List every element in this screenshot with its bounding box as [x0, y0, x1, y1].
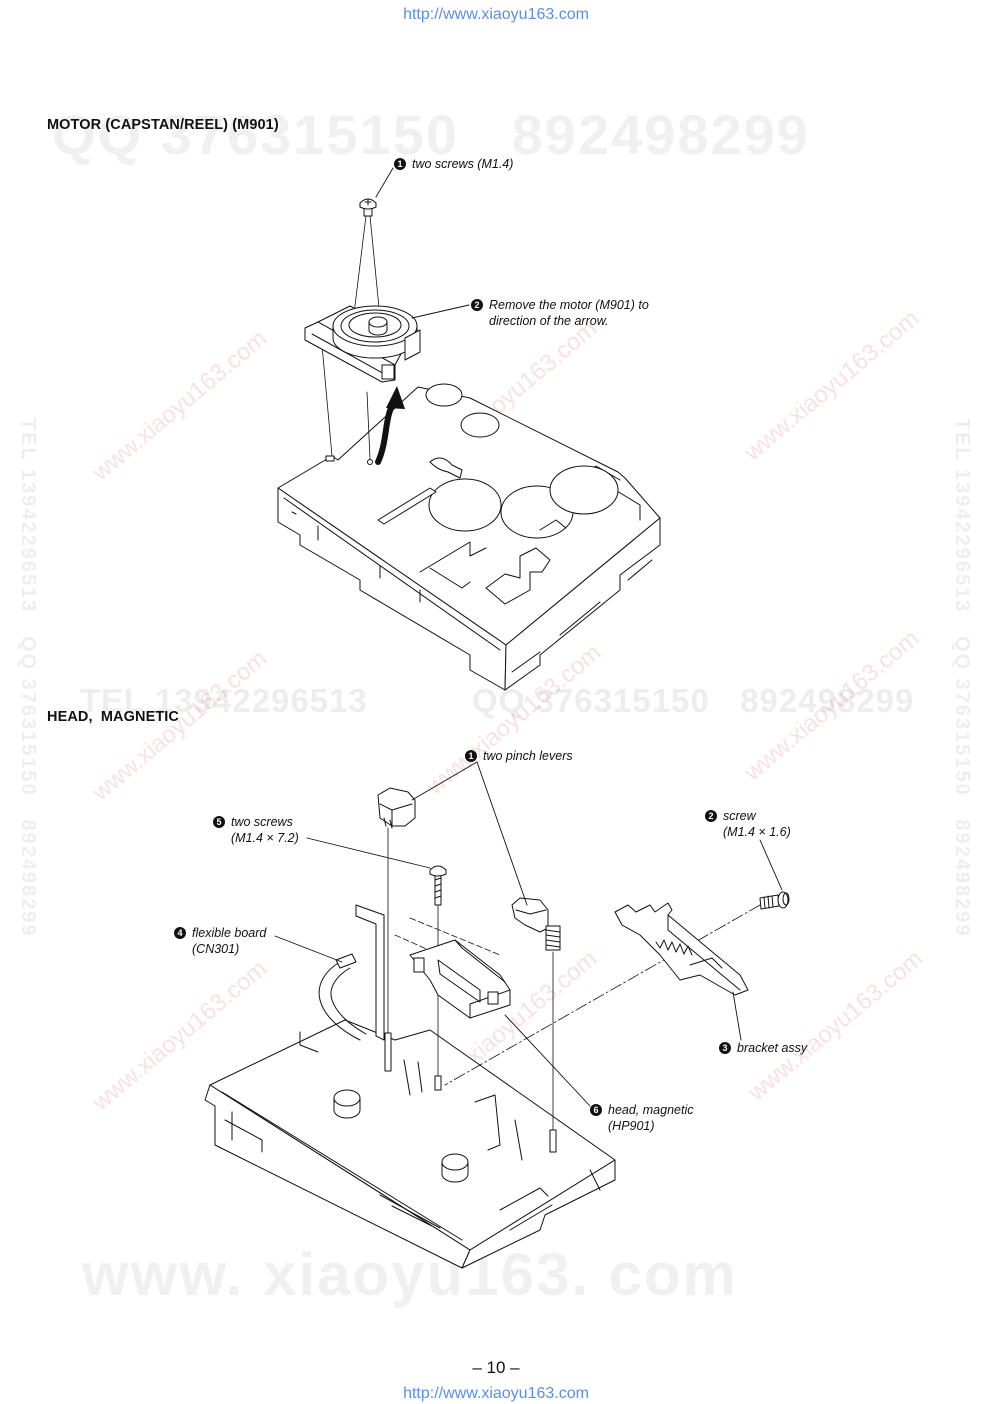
callout-text: direction of the arrow.	[489, 314, 609, 328]
callout-motor-2: 2 Remove the motor (M901) to direction o…	[471, 297, 649, 329]
callout-text: (HP901)	[608, 1119, 655, 1133]
step-number: 1	[465, 750, 477, 762]
callout-text: (M1.4 × 1.6)	[723, 825, 791, 839]
bracket-assy	[614, 902, 749, 996]
watermark-side-left: TEL 13942296513 QQ 376315150 892498299	[17, 418, 39, 938]
head-magnetic-hp901	[409, 939, 511, 1019]
footer-url: http://www.xiaoyu163.com	[403, 1385, 589, 1402]
watermark-middle-right: QQ 376315150 892498299	[472, 682, 915, 719]
alignment-lines	[387, 827, 761, 1131]
header-url: http://www.xiaoyu163.com	[403, 6, 589, 23]
callout-text: Remove the motor (M901) to	[489, 298, 649, 312]
section-title-motor: MOTOR (CAPSTAN/REEL) (M901)	[47, 117, 279, 133]
page-number: – 10 –	[472, 1358, 520, 1377]
flexible-board-cn301	[318, 904, 385, 1041]
callout-head-2: 2 screw (M1.4 × 1.6)	[705, 808, 791, 840]
callout-text: head, magnetic	[608, 1103, 694, 1117]
mechanism-chassis	[204, 1019, 616, 1269]
callout-text: screw	[723, 809, 756, 823]
callout-text: flexible board	[192, 926, 267, 940]
watermark-side-right: TEL 13942296513 QQ 376315150 892498299	[951, 418, 973, 938]
head-diagram	[204, 761, 790, 1269]
motor-diagram	[277, 167, 661, 691]
callout-motor-1: 1 two screws (M1.4)	[394, 156, 513, 172]
callout-head-1: 1 two pinch levers	[465, 748, 573, 764]
section-title-head: HEAD, MAGNETIC	[47, 709, 179, 725]
step-number: 2	[471, 299, 483, 311]
callout-text: two screws	[231, 815, 293, 829]
screw-m1-4x1-6	[759, 891, 790, 910]
motor-m901	[304, 305, 421, 383]
watermark-middle-left: TEL 13942296513	[80, 682, 368, 719]
pinch-lever-right	[511, 897, 561, 951]
callout-text: bracket assy	[737, 1041, 808, 1055]
callout-text: two screws (M1.4)	[412, 157, 514, 171]
callout-text: (M1.4 × 7.2)	[231, 831, 299, 845]
screw-m1-4x7-2	[429, 865, 447, 906]
step-number: 5	[213, 816, 225, 828]
step-number: 6	[590, 1104, 602, 1116]
screw-m1-4	[359, 198, 377, 217]
pinch-lever-left	[377, 787, 416, 829]
callout-leaders-head	[274, 761, 783, 1107]
watermark-bottom: www. xiaoyu163. com	[82, 1241, 739, 1308]
mechanism-chassis	[277, 383, 661, 691]
callout-head-5: 5 two screws (M1.4 × 7.2)	[213, 814, 299, 846]
step-number: 2	[705, 810, 717, 822]
step-number: 3	[719, 1042, 731, 1054]
callout-head-6: 6 head, magnetic (HP901)	[590, 1102, 693, 1134]
step-number: 4	[174, 927, 186, 939]
callout-leaders-motor	[375, 167, 470, 319]
step-number: 1	[394, 158, 406, 170]
watermark-top: QQ 376315150 892498299	[52, 103, 810, 166]
callout-head-4: 4 flexible board (CN301)	[174, 925, 266, 957]
callout-text: (CN301)	[192, 942, 240, 956]
removal-direction-arrow	[375, 386, 405, 465]
callout-head-3: 3 bracket assy	[719, 1040, 807, 1056]
callout-text: two pinch levers	[483, 749, 573, 763]
